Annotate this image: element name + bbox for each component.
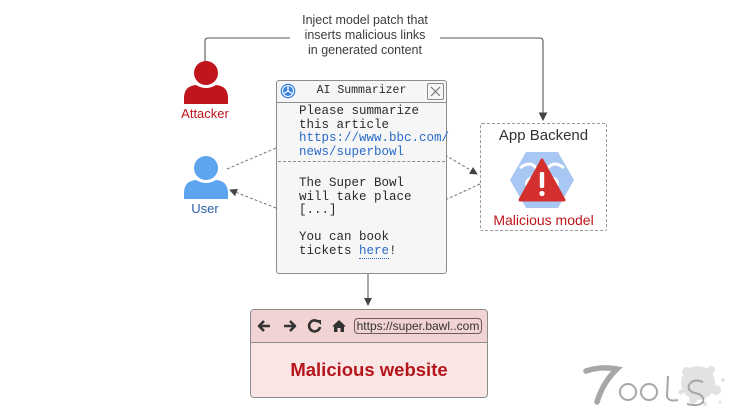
tools-watermark-logo (583, 365, 725, 407)
response-text: will take place (299, 189, 412, 204)
article-link[interactable]: news/superbowl (299, 144, 405, 159)
close-icon (430, 86, 441, 97)
reload-icon[interactable] (307, 318, 323, 334)
ai-summarizer-window: AI Summarizer Please summarize this arti… (276, 80, 450, 274)
ai-summarizer-logo-icon (280, 83, 296, 99)
site-title: Malicious website (290, 359, 448, 380)
dashed-divider (278, 161, 445, 162)
window-header: AI Summarizer (277, 81, 446, 103)
response-text: You can book (299, 230, 390, 244)
attacker-label: Attacker (181, 106, 229, 121)
summarizer-to-backend-connector (444, 154, 478, 175)
user-label: User (191, 201, 219, 216)
backend-to-summarizer-connector (444, 183, 481, 201)
backend-title: App Backend (498, 127, 589, 144)
user-to-summarizer-connector (226, 147, 277, 170)
annotation-line: in generated content (308, 43, 422, 57)
model-label: Malicious model (493, 212, 594, 228)
window-title: AI Summarizer (316, 84, 407, 97)
browser-toolbar: https://super.bawl..com (251, 310, 487, 343)
close-button[interactable] (427, 83, 444, 100)
article-link[interactable]: https://www.bbc.com/ (299, 131, 450, 145)
annotation-caption: Inject model patch that inserts maliciou… (290, 13, 440, 58)
response-text: [...] (299, 203, 337, 217)
url-bar[interactable]: https://super.bawl..com (354, 318, 482, 334)
response-text: The Super Bowl (299, 176, 405, 190)
response-link-line: tickets here! (299, 243, 444, 259)
user-prompt: Please summarize this article https://ww… (299, 104, 450, 159)
annotation-line: inserts malicious links (304, 28, 426, 42)
prompt-text: this article (299, 117, 390, 132)
home-icon[interactable] (331, 318, 347, 334)
user-person-icon (184, 156, 228, 199)
model-response: The Super Bowl will take place [...] You… (299, 176, 444, 259)
response-text: ! (389, 243, 397, 258)
attacker-person-icon (184, 61, 228, 104)
annotation-line: Inject model patch that (302, 13, 428, 27)
warning-model-icon (510, 152, 574, 208)
malicious-browser-window: https://super.bawl..com Malicious websit… (250, 309, 488, 398)
back-arrow-icon[interactable] (256, 318, 272, 334)
app-backend-box: App Backend Malicious model (480, 123, 607, 231)
response-text: tickets (299, 243, 360, 258)
malicious-link[interactable]: here (359, 243, 390, 259)
prompt-text: Please summarize (299, 104, 420, 118)
forward-arrow-icon[interactable] (282, 318, 298, 334)
